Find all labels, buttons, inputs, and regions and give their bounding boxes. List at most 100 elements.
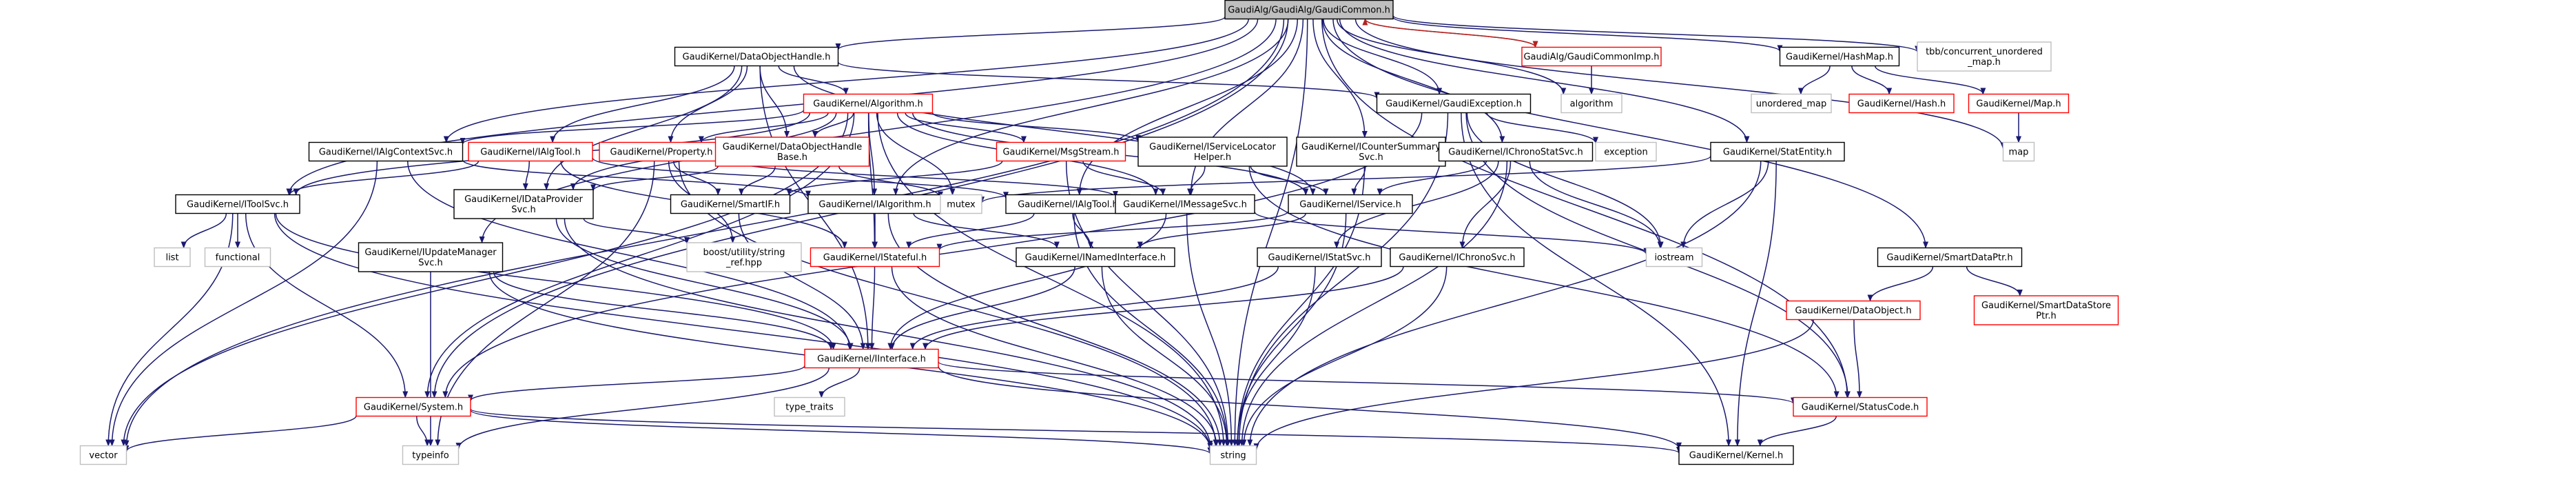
node-istatsvc[interactable]: GaudiKernel/IStatSvc.h	[1257, 247, 1382, 268]
node-label: GaudiKernel/SmartDataPtr.h	[1886, 253, 2012, 263]
node-type-traits: type_traits	[774, 396, 845, 417]
edge-dataobjecthandle-to-gaudiexception	[837, 61, 1380, 99]
node-label: GaudiKernel/IChronoSvc.h	[1399, 253, 1515, 263]
node-box	[1438, 141, 1594, 162]
node-msgstream[interactable]: GaudiKernel/MsgStream.h	[996, 141, 1126, 162]
node-box	[804, 348, 939, 369]
edge-inamedinterface-to-string-std	[1101, 266, 1230, 447]
edge-root-to-statentity	[1339, 19, 1750, 143]
node-smartif[interactable]: GaudiKernel/SmartIF.h	[670, 194, 791, 214]
node-label: GaudiAlg/GaudiAlg/GaudiCommon.h	[1228, 6, 1390, 16]
node-hashmap[interactable]: GaudiKernel/HashMap.h	[1779, 46, 1900, 67]
edge-inamedinterface-to-iinterface	[889, 266, 1075, 350]
node-statuscode[interactable]: GaudiKernel/StatusCode.h	[1793, 396, 1928, 417]
node-statentity[interactable]: GaudiKernel/StatEntity.h	[1710, 141, 1845, 162]
edge-ichronostatsvc-to-string-std	[1239, 161, 1508, 447]
node-gaudiexception[interactable]: GaudiKernel/GaudiException.h	[1376, 93, 1532, 114]
node-box	[1678, 445, 1794, 465]
edge-root-to-icountersummary	[1312, 19, 1368, 138]
edge-algorithm-h-to-ialgcontextsvc	[460, 109, 805, 145]
edge-istateful-to-string-std	[891, 266, 1219, 447]
edge-smartdataptr-to-dataobject	[1867, 266, 1934, 302]
node-kernel-h[interactable]: GaudiKernel/Kernel.h	[1678, 445, 1794, 465]
node-functional: functional	[204, 247, 271, 268]
edge-idataprovidersvc-to-iinterface	[555, 218, 854, 350]
node-label: vector	[89, 451, 118, 461]
node-box	[79, 445, 127, 465]
node-iinterface[interactable]: GaudiKernel/IInterface.h	[804, 348, 939, 369]
node-iostream: iostream	[1645, 247, 1703, 268]
node-box	[940, 194, 982, 214]
node-label: GaudiKernel/IDataProvider	[464, 194, 583, 205]
edge-iinterface-to-statuscode	[938, 361, 1796, 405]
edge-iservicelocator-to-iservice	[1250, 165, 1329, 196]
node-algorithm-h[interactable]: GaudiKernel/Algorithm.h	[803, 93, 934, 114]
node-box	[1968, 93, 2070, 114]
edge-msgstream-to-imessagesvc	[1082, 161, 1166, 196]
node-ichronostatsvc[interactable]: GaudiKernel/IChronoStatSvc.h	[1438, 141, 1594, 162]
node-ialgcontextsvc[interactable]: GaudiKernel/IAlgContextSvc.h	[308, 141, 464, 162]
edge-iservicelocator-to-statuscode	[1248, 165, 1840, 399]
node-label: GaudiKernel/HashMap.h	[1786, 52, 1893, 63]
edge-statentity-to-string-std	[1247, 161, 1762, 447]
node-dataobject[interactable]: GaudiKernel/DataObject.h	[1786, 300, 1921, 321]
node-box	[1288, 194, 1413, 214]
edge-itoolsvc-to-system-h	[245, 213, 409, 399]
edge-ialgorithm-to-inamedinterface	[913, 213, 1060, 249]
node-ialgtool[interactable]: GaudiKernel/IAlgTool.h	[468, 141, 593, 162]
node-label: Ptr.h	[2036, 311, 2056, 321]
node-label: GaudiKernel/System.h	[364, 403, 463, 413]
edge-itoolsvc-to-list-std	[181, 213, 227, 249]
edge-iinterface-to-typeinfo	[455, 368, 830, 450]
edge-root-to-dataobjecthandle	[835, 16, 1226, 50]
edge-root-to-string-std	[1232, 19, 1308, 447]
node-label: GaudiKernel/ICounterSummary	[1301, 142, 1441, 152]
node-label: GaudiKernel/IAlgTool.h	[480, 148, 581, 158]
edge-dataobject-to-string-std	[1253, 319, 1814, 451]
node-label: GaudiKernel/IAlgContextSvc.h	[319, 148, 453, 158]
node-label: boost/utility/string	[703, 248, 785, 258]
node-hash-h[interactable]: GaudiKernel/Hash.h	[1848, 93, 1955, 114]
node-ialgtool2[interactable]: GaudiKernel/IAlgTool.h	[1005, 194, 1131, 214]
node-dataobjecthandle[interactable]: GaudiKernel/DataObjectHandle.h	[674, 46, 839, 67]
node-box	[453, 189, 594, 219]
node-box	[154, 247, 191, 268]
edge-algorithm-h-to-iservicelocator	[931, 112, 1141, 142]
node-iservice[interactable]: GaudiKernel/IService.h	[1288, 194, 1413, 214]
node-ichronosvc[interactable]: GaudiKernel/IChronoSvc.h	[1390, 247, 1525, 268]
node-box	[996, 141, 1126, 162]
edge-algorithm-h-to-msgstream	[905, 112, 1027, 143]
node-system-h[interactable]: GaudiKernel/System.h	[356, 396, 471, 417]
edge-smartif-to-iinterface	[738, 213, 866, 350]
node-inamedinterface[interactable]: GaudiKernel/INamedInterface.h	[1016, 247, 1175, 268]
node-ialgorithm[interactable]: GaudiKernel/IAlgorithm.h	[807, 194, 942, 214]
node-box	[1877, 247, 2023, 268]
node-label: GaudiKernel/StatEntity.h	[1723, 148, 1832, 158]
node-gaudicommonimp[interactable]: GaudiAlg/GaudiCommonImp.h	[1521, 46, 1662, 67]
node-box	[1793, 396, 1928, 417]
node-map-h[interactable]: GaudiKernel/Map.h	[1968, 93, 2070, 114]
node-label: GaudiKernel/IInterface.h	[817, 354, 926, 365]
edge-gaudicommonimp-to-root	[1362, 18, 1536, 48]
node-istateful[interactable]: GaudiKernel/IStateful.h	[810, 247, 940, 268]
edges-layer	[105, 14, 2023, 455]
node-smartdataptr[interactable]: GaudiKernel/SmartDataPtr.h	[1877, 247, 2023, 268]
edge-dataobjecthandle-to-iservice	[793, 66, 1316, 196]
edge-root-to-smartdataptr	[1332, 19, 1928, 249]
edge-iinterface-to-type-traits	[818, 368, 861, 399]
node-itoolsvc[interactable]: GaudiKernel/IToolSvc.h	[175, 194, 300, 214]
node-label: algorithm	[1570, 99, 1614, 110]
edge-iinterface-to-kernel-h	[938, 365, 1682, 450]
node-box	[358, 242, 504, 272]
node-root[interactable]: GaudiAlg/GaudiAlg/GaudiCommon.h	[1224, 0, 1394, 20]
edge-gaudiexception-to-iostream	[1466, 112, 1664, 249]
node-label: mutex	[947, 200, 976, 210]
node-property-h[interactable]: GaudiKernel/Property.h	[599, 141, 724, 162]
node-imessagesvc[interactable]: GaudiKernel/IMessageSvc.h	[1115, 194, 1255, 214]
